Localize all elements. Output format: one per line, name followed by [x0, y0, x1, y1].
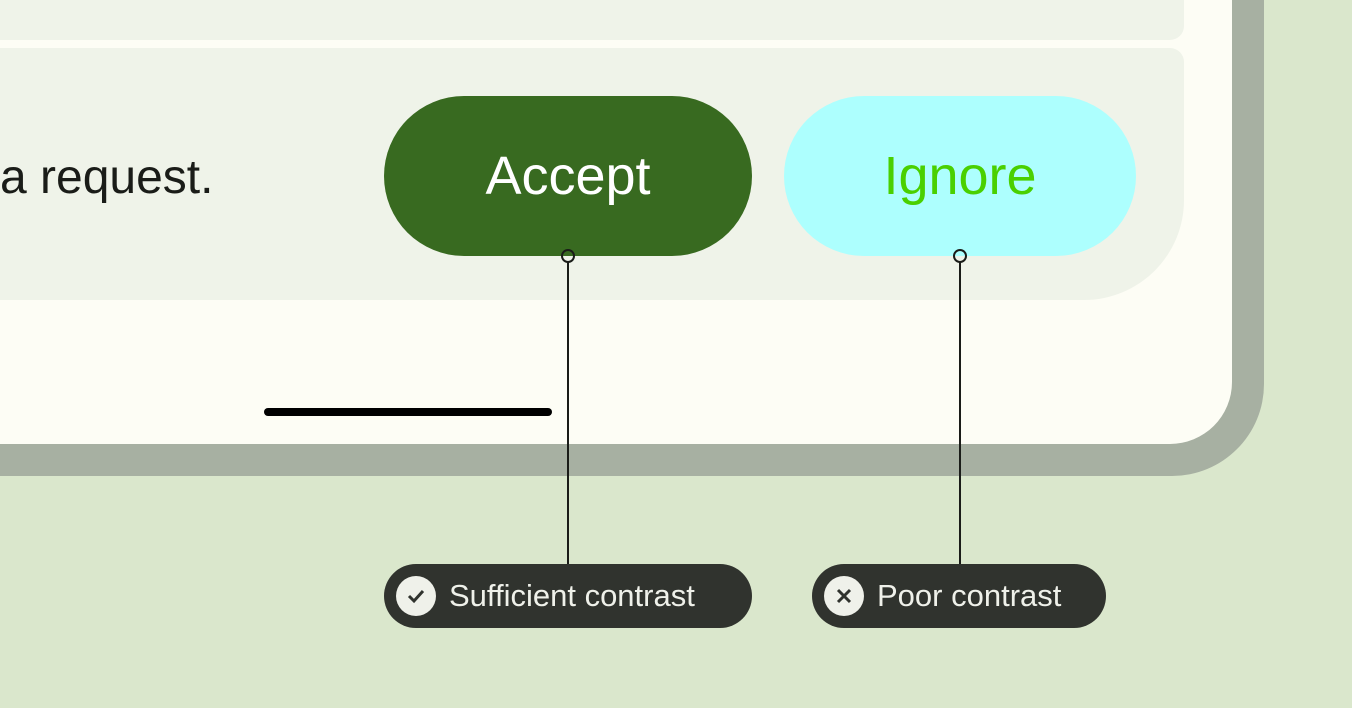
accept-button[interactable]: Accept	[384, 96, 752, 256]
annotation-line	[959, 262, 961, 564]
top-card	[0, 0, 1184, 40]
annotation-anchor	[561, 249, 575, 263]
annotation-text: Poor contrast	[877, 578, 1062, 613]
ignore-button[interactable]: Ignore	[784, 96, 1136, 256]
check-circle-icon	[396, 576, 436, 616]
poor-contrast-label: Poor contrast	[812, 564, 1106, 628]
sufficient-contrast-label: Sufficient contrast	[384, 564, 752, 628]
annotation-line	[567, 262, 569, 564]
request-message: a request.	[0, 151, 214, 204]
annotation-anchor	[953, 249, 967, 263]
gesture-bar[interactable]	[264, 408, 552, 416]
annotation-text: Sufficient contrast	[449, 578, 695, 613]
x-circle-icon	[824, 576, 864, 616]
